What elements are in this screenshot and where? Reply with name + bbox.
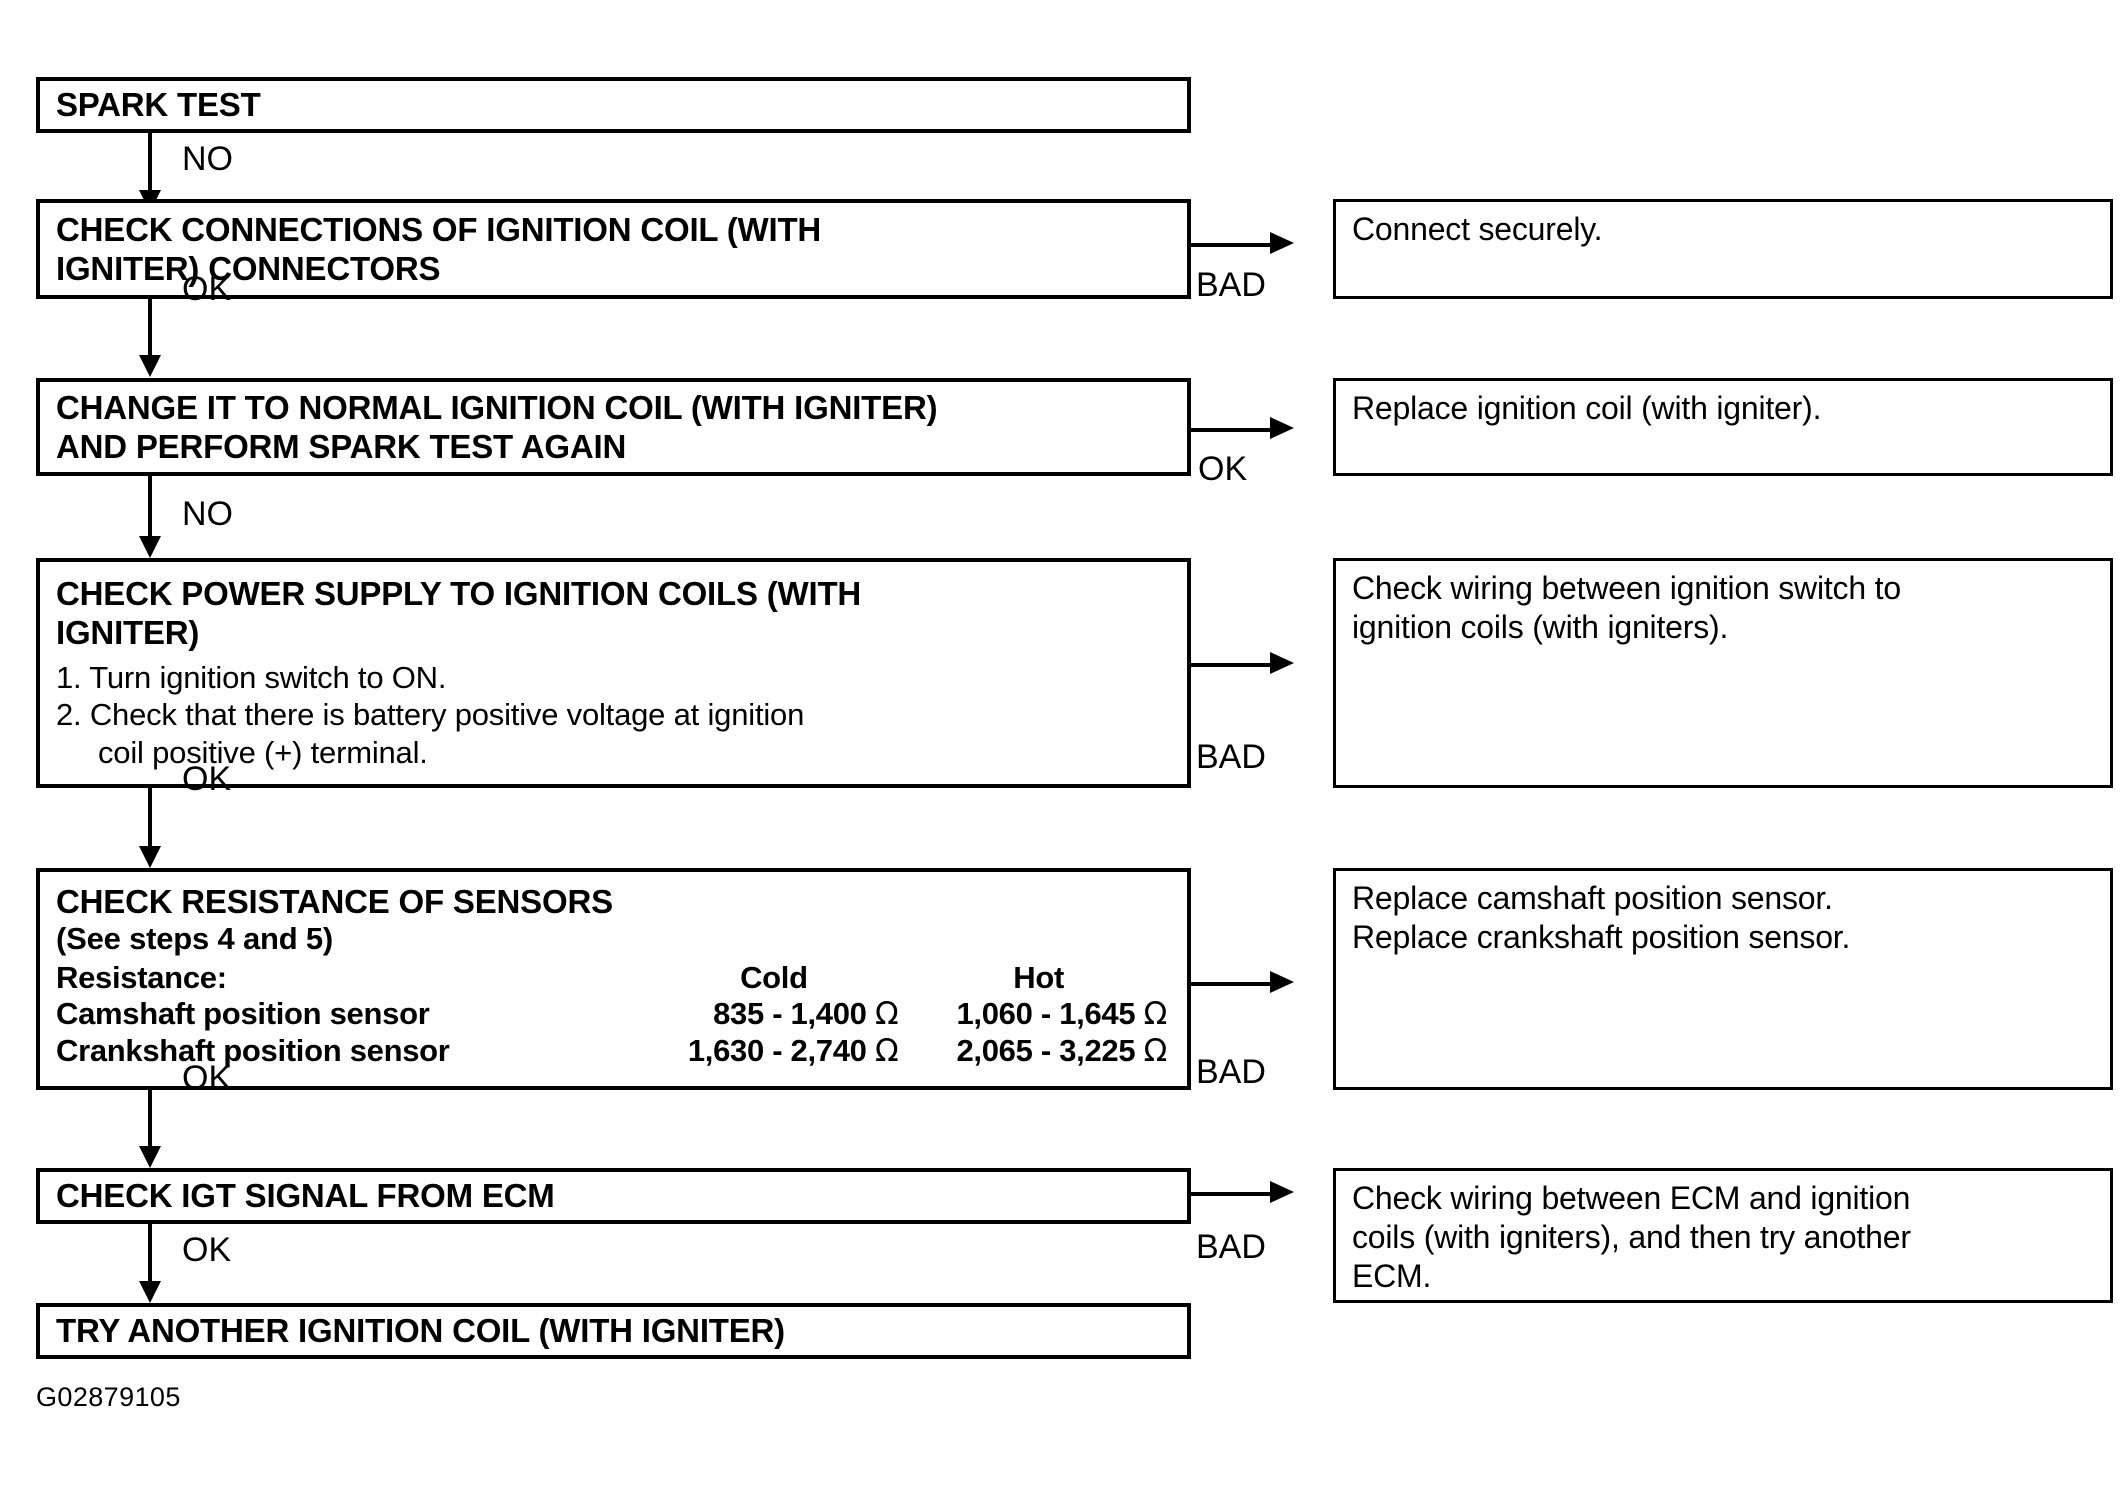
branch-line-bad-1 (1191, 243, 1284, 247)
outcome-connect-securely-label: Connect securely. (1352, 211, 1603, 247)
camshaft-hot-range: 1,060 - 1,645 (956, 995, 1136, 1031)
column-header-hot: Hot (1013, 959, 1065, 995)
node-check-resistance-note: (See steps 4 and 5) (56, 921, 334, 957)
edge-label-ok-3: OK (182, 1059, 232, 1097)
camshaft-cold-range: 835 - 1,400 (713, 995, 867, 1031)
outcome-replace-sensors: Replace camshaft position sensor. Replac… (1333, 868, 2113, 1090)
edge-label-ok-2: OK (182, 760, 232, 798)
connector-line-6 (148, 1224, 152, 1286)
node-change-coil-label: CHANGE IT TO NORMAL IGNITION COIL (WITH … (56, 388, 938, 465)
ohm-symbol: Ω (874, 1032, 899, 1069)
node-change-coil: CHANGE IT TO NORMAL IGNITION COIL (WITH … (36, 378, 1191, 476)
node-try-another-coil: TRY ANOTHER IGNITION COIL (WITH IGNITER) (36, 1303, 1191, 1359)
connector-line-1 (148, 133, 152, 195)
edge-label-bad-2: BAD (1196, 738, 1266, 776)
branch-line-bad-3 (1191, 982, 1284, 986)
outcome-check-wiring-switch-label: Check wiring between ignition switch to … (1352, 570, 1901, 646)
branch-arrow-bad-3 (1270, 971, 1294, 993)
crankshaft-hot-range: 2,065 - 3,225 (956, 1032, 1136, 1068)
outcome-check-wiring-ecm-label: Check wiring between ECM and ignition co… (1352, 1180, 1911, 1295)
ohm-symbol: Ω (1143, 995, 1168, 1032)
outcome-replace-sensors-line1: Replace camshaft position sensor. (1352, 880, 1833, 916)
edge-label-ok-branch-2: OK (1198, 450, 1248, 488)
figure-code: G02879105 (36, 1382, 181, 1412)
camshaft-cold-value: 835 - 1,400 Ω (644, 996, 905, 1033)
edge-label-bad-1: BAD (1196, 266, 1266, 304)
node-check-connections-label: CHECK CONNECTIONS OF IGNITION COIL (WITH… (56, 210, 822, 287)
column-header-cold: Cold (740, 959, 808, 995)
outcome-replace-coil: Replace ignition coil (with igniter). (1333, 378, 2113, 476)
edge-label-ok-4: OK (182, 1231, 232, 1269)
node-check-resistance: CHECK RESISTANCE OF SENSORS (See steps 4… (36, 868, 1191, 1090)
crankshaft-cold-range: 1,630 - 2,740 (687, 1032, 867, 1068)
node-check-resistance-title: CHECK RESISTANCE OF SENSORS (56, 883, 613, 920)
node-check-power-supply-steps: 1. Turn ignition switch to ON. 2. Check … (56, 659, 1173, 772)
table-row: Crankshaft position sensor 1,630 - 2,740… (56, 1033, 1173, 1070)
branch-line-bad-2 (1191, 663, 1284, 667)
sensor-name-crankshaft: Crankshaft position sensor (56, 1033, 450, 1069)
branch-line-bad-4 (1191, 1192, 1284, 1196)
outcome-check-wiring-ecm: Check wiring between ECM and ignition co… (1333, 1168, 2113, 1303)
branch-arrow-ok-2 (1270, 417, 1294, 439)
node-check-connections: CHECK CONNECTIONS OF IGNITION COIL (WITH… (36, 199, 1191, 299)
crankshaft-hot-value: 2,065 - 3,225 Ω (904, 1033, 1173, 1070)
node-check-power-supply: CHECK POWER SUPPLY TO IGNITION COILS (WI… (36, 558, 1191, 788)
outcome-replace-sensors-line2: Replace crankshaft position sensor. (1352, 919, 1851, 956)
crankshaft-cold-value: 1,630 - 2,740 Ω (644, 1033, 905, 1070)
outcome-replace-coil-label: Replace ignition coil (with igniter). (1352, 390, 1822, 426)
connector-arrow-4 (139, 846, 161, 868)
ohm-symbol: Ω (1143, 1032, 1168, 1069)
node-spark-test: SPARK TEST (36, 77, 1191, 133)
connector-arrow-2 (139, 355, 161, 377)
outcome-connect-securely: Connect securely. (1333, 199, 2113, 299)
branch-arrow-bad-4 (1270, 1181, 1294, 1203)
edge-label-no-1: NO (182, 140, 233, 178)
node-spark-test-label: SPARK TEST (56, 86, 261, 124)
table-header-row: Resistance: Cold Hot (56, 960, 1173, 996)
node-check-igt-signal: CHECK IGT SIGNAL FROM ECM (36, 1168, 1191, 1224)
edge-label-ok-1: OK (182, 270, 232, 308)
branch-arrow-bad-1 (1270, 232, 1294, 254)
table-row: Camshaft position sensor 835 - 1,400 Ω 1… (56, 996, 1173, 1033)
edge-label-no-2: NO (182, 495, 233, 533)
sensor-name-camshaft: Camshaft position sensor (56, 996, 430, 1032)
connector-arrow-5 (139, 1146, 161, 1168)
node-check-power-supply-title: CHECK POWER SUPPLY TO IGNITION COILS (WI… (56, 575, 862, 652)
resistance-table: Resistance: Cold Hot Camshaft position s… (56, 960, 1173, 1070)
branch-line-ok-2 (1191, 428, 1284, 432)
connector-line-5 (148, 1090, 152, 1152)
connector-arrow-3 (139, 536, 161, 558)
edge-label-bad-4: BAD (1196, 1228, 1266, 1266)
connector-line-3 (148, 476, 152, 542)
connector-line-4 (148, 788, 152, 852)
edge-label-bad-3: BAD (1196, 1053, 1266, 1091)
node-try-another-coil-label: TRY ANOTHER IGNITION COIL (WITH IGNITER) (56, 1312, 785, 1350)
resistance-row-label: Resistance: (56, 959, 227, 995)
camshaft-hot-value: 1,060 - 1,645 Ω (904, 996, 1173, 1033)
connector-arrow-6 (139, 1281, 161, 1303)
ohm-symbol: Ω (874, 995, 899, 1032)
step-item-2: 2. Check that there is battery positive … (56, 697, 805, 771)
step-item-1: 1. Turn ignition switch to ON. (56, 659, 447, 695)
node-check-igt-signal-label: CHECK IGT SIGNAL FROM ECM (56, 1177, 555, 1215)
branch-arrow-bad-2 (1270, 652, 1294, 674)
connector-line-2 (148, 299, 152, 361)
outcome-check-wiring-switch: Check wiring between ignition switch to … (1333, 558, 2113, 788)
